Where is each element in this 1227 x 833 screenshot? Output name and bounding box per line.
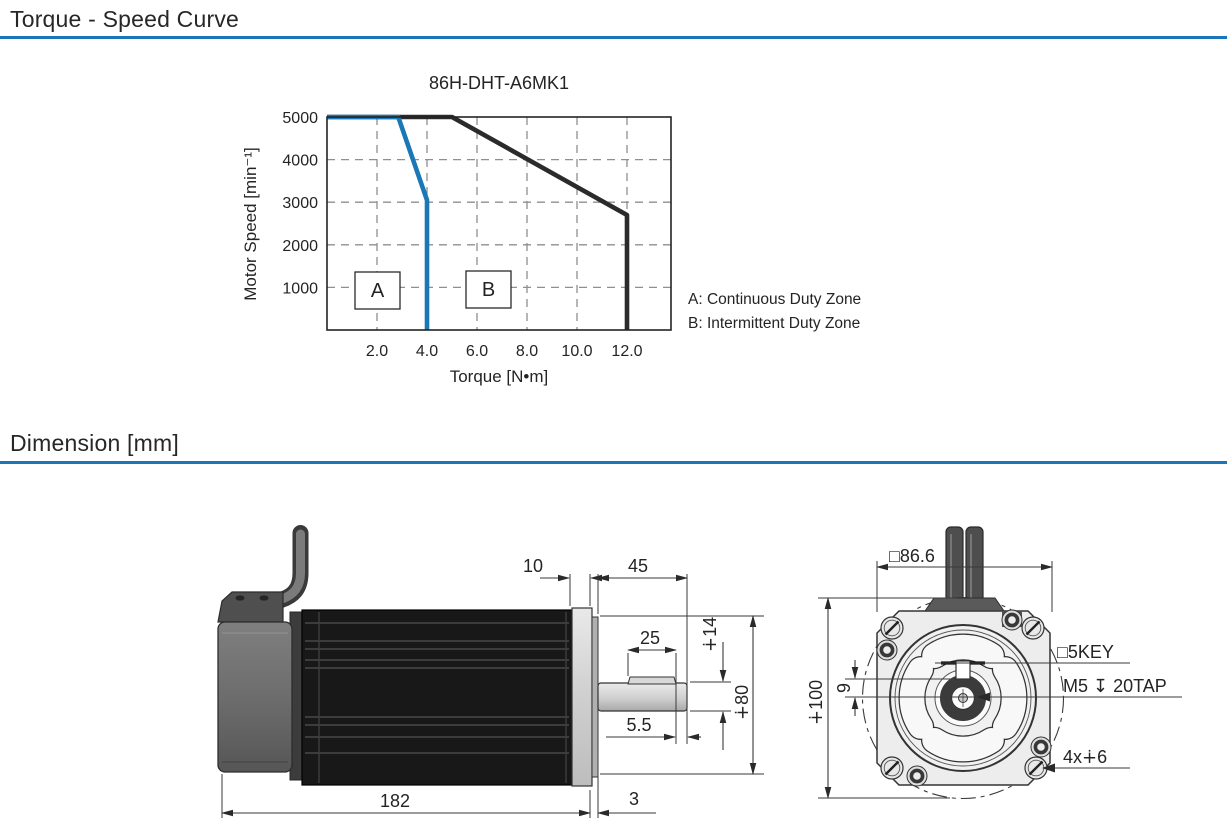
section-rule-top [0,36,1227,39]
face-kidney-slots [898,633,1028,763]
y-axis-ticks: 5000 4000 3000 2000 1000 [282,110,318,297]
dim-shaft-diameter: ∔14 [700,617,720,652]
legend-continuous: A: Continuous Duty Zone [688,291,861,308]
front-view-drawing: □86.6 ∔100 9 □5KEY M5 ↧ 20TAP [806,526,1182,800]
chart-title: 86H-DHT-A6MK1 [429,73,569,93]
y-tick: 5000 [282,110,318,127]
side-view-dimensions: 10 45 25 ∔14 ∔8 [221,556,764,818]
x-axis-ticks: 2.0 4.0 6.0 8.0 10.0 12.0 [366,343,643,360]
motor-body [301,609,573,786]
dim-flange-size: □86.6 [889,546,935,566]
chart-legend: A: Continuous Duty Zone B: Intermittent … [688,291,861,332]
section-title-torque-speed: Torque - Speed Curve [10,6,240,32]
dim-key-offset: 9 [834,683,854,693]
side-view-drawing: 10 45 25 ∔14 ∔8 [217,525,764,818]
x-tick: 4.0 [416,343,438,360]
dim-body-length: 182 [380,791,410,811]
dim-flange-thickness: 10 [523,556,543,576]
y-axis-label: Motor Speed [min⁻¹] [241,147,260,301]
dim-shaft-length: 45 [628,556,648,576]
x-tick: 12.0 [611,343,642,360]
x-axis-label: Torque [N•m] [450,367,549,386]
label-mount-holes: 4x∔6 [1063,747,1107,767]
side-cable [273,525,309,608]
x-tick: 8.0 [516,343,538,360]
y-tick: 2000 [282,238,318,255]
dim-pilot-diameter: ∔80 [732,685,752,720]
zone-box-a: A [354,271,401,310]
y-tick: 4000 [282,153,318,170]
x-tick: 6.0 [466,343,488,360]
label-tap-spec: M5 ↧ 20TAP [1063,676,1167,696]
cable-gland [924,597,1005,612]
y-tick: 1000 [282,280,318,297]
y-tick: 3000 [282,195,318,212]
keyway-slot [955,660,971,680]
zone-a-label: A [371,280,385,302]
label-key-spec: □5KEY [1057,642,1114,662]
legend-intermittent: B: Intermittent Duty Zone [688,315,860,332]
section-rule-bottom [0,461,1227,464]
torque-speed-chart: 86H-DHT-A6MK1 A B [241,73,861,386]
dim-boss-length: 3 [629,789,639,809]
dim-outer-diameter: ∔100 [806,680,826,725]
plot-border [326,116,672,331]
x-tick: 10.0 [561,343,592,360]
socket-screws [876,609,1052,787]
flange-and-shaft [571,607,688,787]
section-title-dimension: Dimension [mm] [10,430,179,456]
encoder-housing [217,591,305,781]
front-view-dimensions: □86.6 ∔100 9 □5KEY M5 ↧ 20TAP [806,546,1182,799]
zone-box-b: B [465,270,512,309]
zone-b-label: B [482,279,495,301]
dim-key-length: 25 [640,628,660,648]
x-tick: 2.0 [366,343,388,360]
dim-key-end: 5.5 [626,715,651,735]
